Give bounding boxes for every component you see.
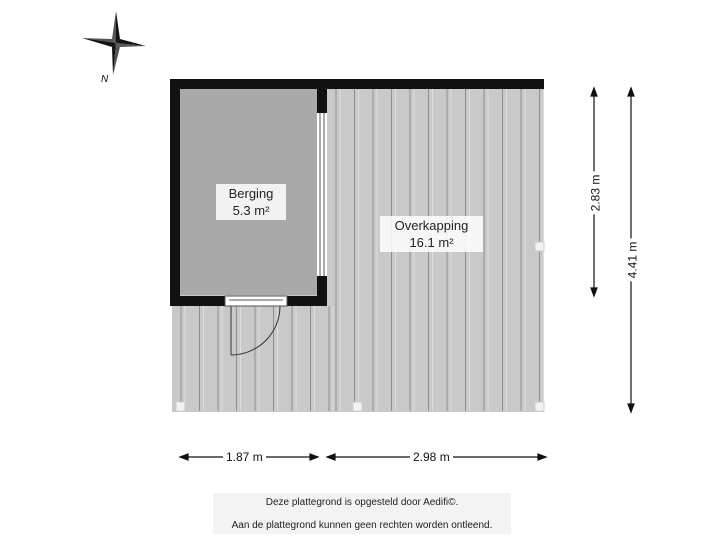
dimension-label-bottom-left: 1.87 m	[223, 450, 266, 464]
dimension-label-right-inner: 2.83 m	[588, 171, 603, 215]
compass-north-label: N	[101, 74, 109, 85]
dimension-label-right-outer: 4.41 m	[625, 238, 640, 282]
room-label-berging: Berging 5.3 m²	[216, 184, 286, 220]
room-name: Berging	[228, 186, 274, 201]
footer-line-1: Deze plattegrond is opgesteld door Aedif…	[265, 497, 459, 508]
door	[224, 295, 288, 356]
terrace-planks-bottom	[180, 306, 334, 411]
footer-disclaimer: Deze plattegrond is opgesteld door Aedif…	[213, 493, 511, 534]
wall-right-top	[317, 79, 327, 113]
post	[534, 401, 545, 412]
wall-bottom-left	[170, 296, 225, 306]
wall-top	[170, 79, 544, 89]
dimension-label-bottom-right: 2.98 m	[410, 450, 453, 464]
room-label-overkapping: Overkapping 16.1 m²	[380, 216, 483, 252]
footer-line-2: Aan de plattegrond kunnen geen rechten w…	[231, 520, 493, 531]
wall-bottom-right	[287, 296, 327, 306]
room-area: 16.1 m²	[409, 235, 454, 250]
compass-rose-icon	[82, 11, 146, 75]
post	[534, 241, 545, 252]
post	[175, 401, 186, 412]
post	[352, 401, 363, 412]
room-area: 5.3 m²	[232, 203, 270, 218]
wall-left	[170, 79, 180, 306]
room-name: Overkapping	[394, 218, 469, 233]
wall-right-bottom	[317, 276, 327, 306]
window	[317, 113, 327, 276]
